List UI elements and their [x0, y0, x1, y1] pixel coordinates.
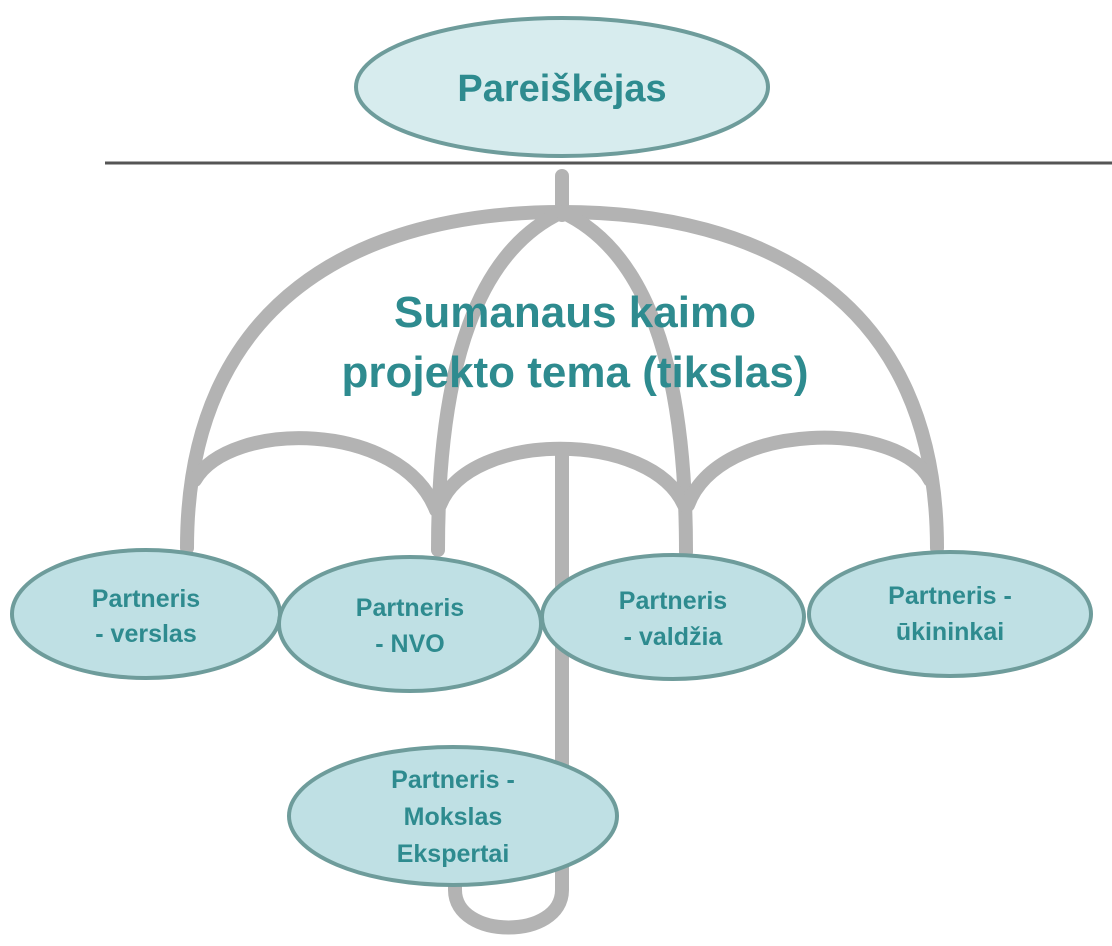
- partner-mokslas-line1: Partneris -: [391, 766, 515, 794]
- umbrella-scallop-1: [188, 431, 443, 517]
- umbrella-rib-left: [431, 205, 569, 557]
- partner-mokslas-line2: Mokslas: [404, 803, 503, 831]
- partner-ukininkai-line1: Partneris -: [888, 582, 1012, 610]
- partner-node-nvo: Partneris - NVO: [277, 555, 543, 693]
- partner-valdzia-line2: - valdžia: [624, 623, 724, 651]
- umbrella-rib-right: [555, 205, 693, 559]
- partner-nvo-line2: - NVO: [375, 630, 444, 658]
- theme-title-line1: Sumanaus kaimo: [394, 288, 756, 337]
- partner-valdzia-line1: Partneris: [619, 587, 727, 615]
- partner-node-ukininkai: Partneris - ūkininkai: [807, 550, 1093, 678]
- theme-title-line2: projekto tema (tikslas): [341, 348, 808, 397]
- partner-nvo-line1: Partneris: [356, 594, 464, 622]
- partner-mokslas-line3: Ekspertai: [397, 840, 510, 868]
- partner-verslas-line1: Partneris: [92, 585, 200, 613]
- partner-node-mokslas: Partneris - Mokslas Ekspertai: [287, 745, 619, 887]
- applicant-label: Pareiškėjas: [457, 68, 666, 110]
- umbrella-frame: [180, 169, 944, 935]
- umbrella-scallop-3: [681, 430, 937, 512]
- applicant-node: Pareiškėjas: [354, 16, 770, 158]
- partner-ukininkai-line2: ūkininkai: [896, 618, 1004, 646]
- umbrella-handle: [448, 853, 569, 935]
- partner-node-valdzia: Partneris - valdžia: [540, 553, 806, 681]
- partner-node-verslas: Partneris - verslas: [10, 548, 282, 680]
- partner-verslas-line2: - verslas: [95, 620, 196, 648]
